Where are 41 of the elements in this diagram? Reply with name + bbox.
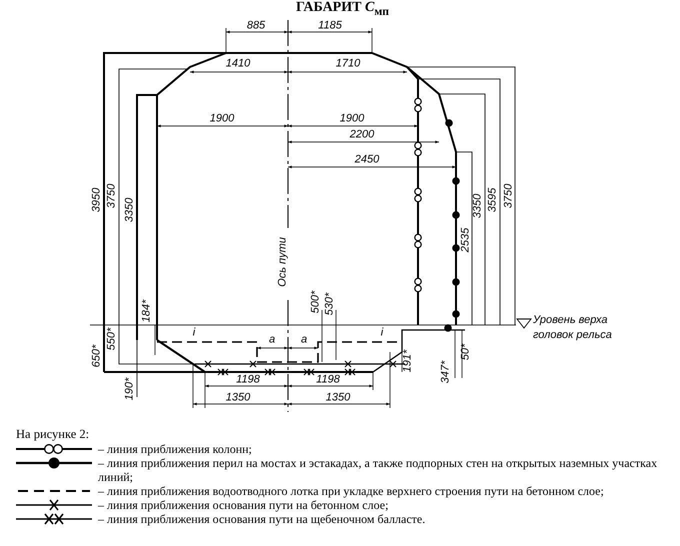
dimension-value: 3350	[472, 194, 484, 218]
legend-text: – линия приближения основания пути на бетонном слое;	[98, 498, 388, 512]
legend-heading: На рисунке 2:	[16, 428, 90, 440]
dimension-value: 650*	[92, 344, 102, 368]
dimension-value: 3595	[488, 188, 498, 212]
legend-text: – линия приближения водоотводного лотка при укладке верхнего строения пути на бетонном слое;	[98, 484, 604, 498]
dimension-value: 191*	[402, 350, 414, 372]
dimension-value: 2535	[460, 228, 472, 252]
dimension-value: 1900	[340, 114, 364, 124]
legend-text: – линия приближения перил на мостах и эстакадах, а также подпорных стен на открытых наземных участках линий;	[98, 456, 658, 484]
rail-level-label: Уровень верха головок рельса	[533, 313, 613, 343]
dimension-symbol: a	[300, 334, 308, 346]
dimension-symbol: a	[268, 334, 276, 346]
diagram-title: ГАБАРИТ С$_{мп}$	[296, 1, 389, 18]
dimension-value: 190*	[124, 378, 136, 400]
dimension-symbol: i	[192, 328, 196, 338]
legend-text: – линия приближения колонн;	[98, 442, 252, 456]
dimension-value: 1410	[226, 58, 250, 70]
dimension-value: 184*	[142, 300, 152, 322]
dimension-value: 1350	[226, 392, 250, 404]
axis-label: Ось пути	[278, 237, 288, 287]
dimension-value: 1710	[336, 58, 360, 70]
dimension-value: 3950	[92, 188, 102, 212]
dimension-value: 1185	[318, 20, 342, 32]
dimension-value: 3350	[124, 198, 136, 222]
dimension-value: 1350	[326, 392, 350, 404]
dimension-value: 1198	[236, 374, 260, 386]
dimension-value: 3750	[504, 184, 514, 208]
legend-text: – линия приближения основания пути на щебеночном балласте.	[98, 512, 426, 526]
dimension-value: 550*	[106, 328, 118, 350]
dimension-value: 530*	[324, 292, 336, 316]
dimension-value: 3750	[106, 184, 118, 208]
dimension-value: 500*	[310, 290, 322, 314]
dimension-value: 347*	[440, 360, 452, 384]
dimension-value: 885	[246, 20, 266, 32]
dimension-value: 2450	[354, 154, 380, 166]
dimension-value: 1198	[316, 374, 340, 386]
dimension-value: 2200	[350, 130, 374, 140]
dimension-value: 50*	[460, 344, 472, 360]
dimension-value: 1900	[210, 114, 234, 124]
dimension-symbol: i	[380, 328, 384, 338]
